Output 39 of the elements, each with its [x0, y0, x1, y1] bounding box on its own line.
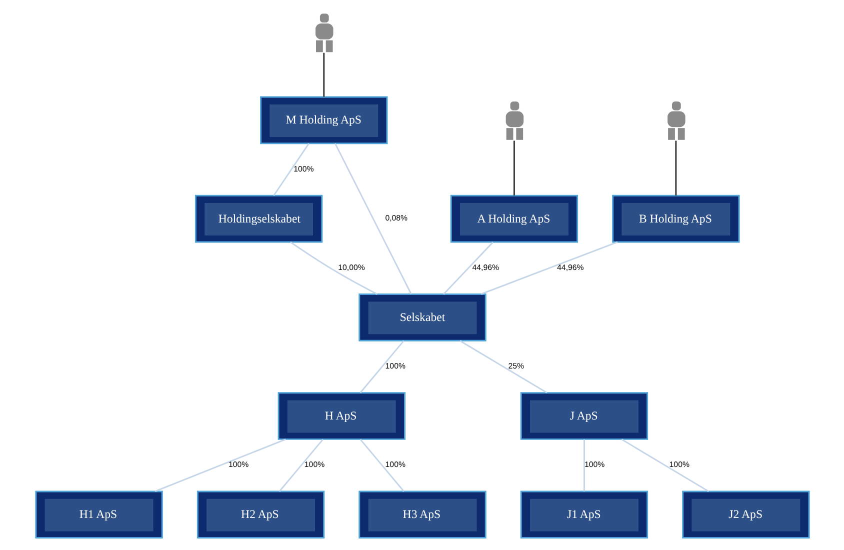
node-box: H1 ApS — [34, 490, 162, 539]
connector — [512, 140, 514, 196]
connector — [459, 340, 547, 394]
connector — [154, 438, 286, 492]
edge-label: 100% — [304, 460, 324, 470]
node-box: J1 ApS — [520, 490, 648, 539]
edge-label: 100% — [228, 460, 248, 470]
node-box: M Holding ApS — [260, 96, 388, 144]
connector — [290, 242, 377, 295]
edge-label: 44,96% — [556, 262, 584, 272]
edge-label: 100% — [584, 460, 604, 470]
node-box: A Holding ApS — [450, 194, 578, 243]
connector — [322, 52, 324, 97]
connector — [272, 143, 309, 196]
node-box: J ApS — [520, 392, 648, 440]
node-box: J2 ApS — [682, 490, 810, 539]
edge-label: 10,00% — [338, 262, 364, 272]
node-box: H3 ApS — [358, 490, 486, 539]
edge-label: 100% — [668, 460, 689, 470]
connector — [480, 241, 618, 295]
edge-label: 0,08% — [384, 214, 408, 223]
node-box: Holdingselskabet — [194, 194, 322, 243]
node-box: B Holding ApS — [612, 194, 740, 243]
edge-label: 100% — [384, 362, 405, 371]
edge-label: 100% — [293, 164, 314, 174]
connector — [582, 439, 584, 492]
node-box: Selskabet — [358, 294, 486, 342]
connector — [442, 242, 493, 295]
connector — [674, 140, 676, 196]
connector — [359, 438, 404, 492]
connector — [359, 340, 404, 394]
node-box: H2 ApS — [196, 490, 324, 539]
edge-label: 44,96% — [472, 262, 498, 272]
edge-label: 100% — [384, 460, 405, 470]
edge-label: 25% — [508, 362, 524, 371]
node-box: H ApS — [277, 392, 405, 440]
connector — [620, 438, 709, 492]
connector — [334, 143, 412, 294]
connector — [278, 438, 323, 492]
